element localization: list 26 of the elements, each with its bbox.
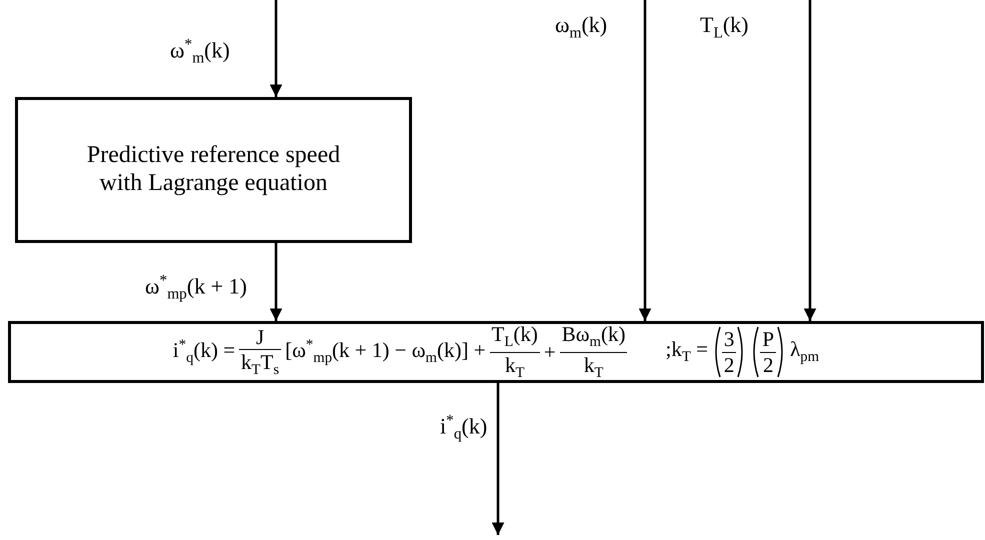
equation-term: 2 [762, 352, 774, 377]
equation-term: 2 [722, 352, 736, 377]
box-label: Predictive reference speed with Lagrange equation [86, 142, 342, 198]
arrow [270, 0, 282, 97]
equation-term: P [761, 327, 776, 352]
edge-label: i$^{*}$$_{q}$(k) [440, 412, 488, 444]
arrow [270, 243, 282, 321]
equation-term: J [254, 324, 266, 350]
equation-term: k$_{T}$ [582, 352, 604, 382]
process-box [15, 97, 412, 243]
equation-term: 3 [722, 327, 736, 352]
equation-term: T$_{L}$(k) [490, 322, 539, 352]
equation-term: k$_{T}$T$_{s}$ [240, 350, 280, 380]
equation-term: Bω$_{m}$(k) [560, 322, 626, 352]
arrow [638, 0, 652, 321]
edge-label: ω$^{*}$$_{m}$(k) [170, 36, 230, 68]
equation-term: i$^{*}$$_{q}$(k) = [172, 336, 236, 368]
equation-term: ;k$_{T}$ = [665, 337, 708, 367]
arrow [492, 383, 504, 535]
equation-term: + [544, 340, 556, 364]
arrow [804, 0, 816, 321]
equation-term: k$_{T}$ [504, 352, 526, 382]
equation-term: λ$_{pm}$ [790, 337, 820, 367]
edge-label: T$_{L}$(k) [700, 12, 749, 42]
equation-box [8, 321, 984, 383]
edge-label: ω$_{m}$(k) [555, 12, 608, 42]
